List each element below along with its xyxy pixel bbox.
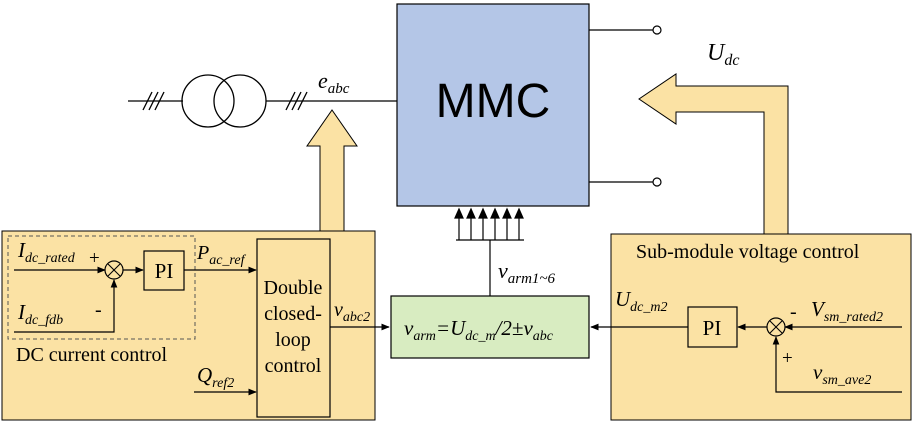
sum1-minus-sign: - [95, 299, 102, 321]
i-fdb-signal [14, 279, 118, 333]
dc-terminal-bottom [652, 177, 662, 187]
v-sm-ave-signal [772, 336, 902, 393]
udc-feedback-arrow [638, 73, 789, 235]
i-dc-fdb-label: Idc_fdb [17, 300, 63, 328]
double-loop-block [256, 238, 331, 418]
arm-signal-arrows-icon [454, 207, 524, 241]
sum2-cross-b [769, 320, 783, 334]
sm-pi-block [687, 306, 738, 348]
dc-terminal-top [652, 25, 662, 35]
v-arm16-label: varm1~6 [498, 258, 556, 287]
grid-feed-arrow [306, 109, 358, 232]
three-phase-mark-right-icon [285, 91, 308, 111]
three-phase-mark-left-icon [142, 91, 165, 111]
e-abc-label: eabc [318, 68, 350, 97]
v-sm-rated-label: Vsm_rated2 [811, 297, 883, 325]
dc-pi-block [143, 250, 185, 291]
mmc-block [396, 3, 590, 207]
double-loop-line-2: closed- [264, 303, 322, 325]
sum2-minus-sign: - [790, 301, 797, 323]
udc-m2-label: Udc_m2 [615, 287, 668, 315]
transformer-primary-icon [181, 74, 235, 128]
v-sm-ave-label: vsm_ave2 [813, 360, 871, 388]
vabc2-label: vabc2 [334, 299, 370, 325]
mmc-label: MMC [436, 75, 551, 128]
transformer-secondary-icon [213, 74, 267, 128]
q-ref2-label: Qref2 [197, 363, 234, 391]
arm-formula-text: varm=Udc_m/2±vabc [404, 316, 554, 344]
sum1-plus-sign: + [89, 248, 100, 269]
sm-pi-label: PI [703, 316, 722, 340]
double-loop-line-3: loop [275, 329, 311, 351]
double-loop-line-1: Double [264, 277, 323, 299]
sm-control-title: Sub-module voltage control [636, 241, 860, 263]
double-loop-line-4: control [265, 355, 322, 377]
dc-control-dashed-group [7, 235, 196, 340]
arm-formula-box [390, 295, 590, 359]
i-dc-rated-label: Idc_rated [17, 238, 76, 266]
sum2-plus-sign: + [782, 348, 793, 369]
sum1-cross-b [107, 263, 121, 277]
udc-label: Udc [707, 40, 739, 69]
dc-control-title: DC current control [16, 344, 168, 366]
pac-ref-label: Pac_ref [196, 242, 247, 268]
dc-pi-label: PI [155, 259, 174, 283]
